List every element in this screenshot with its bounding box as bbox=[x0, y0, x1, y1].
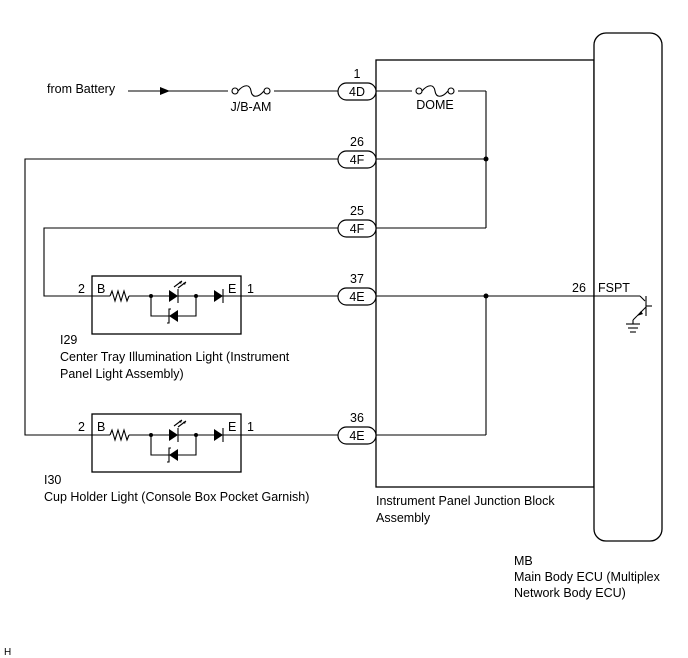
ecu-name-2: Network Body ECU) bbox=[514, 586, 626, 600]
connector-4f-25: 4F bbox=[337, 219, 377, 238]
light-i29-pin-left: 2 bbox=[78, 282, 85, 296]
connector-4f-26: 4F bbox=[337, 150, 377, 169]
connector-4e-37: 4E bbox=[337, 287, 377, 306]
wire-26-to-i30 bbox=[24, 158, 338, 436]
ecu-name-1: Main Body ECU (Multiplex bbox=[514, 570, 661, 584]
light-i29-box bbox=[91, 275, 242, 335]
connector-pin: 36 bbox=[350, 411, 364, 425]
ecu-code: MB bbox=[514, 554, 533, 568]
junction-dot bbox=[483, 293, 489, 299]
connector-pin: 37 bbox=[350, 272, 364, 286]
light-i30-box bbox=[91, 413, 242, 473]
connector-pin: 25 bbox=[350, 204, 364, 218]
svg-text:4E: 4E bbox=[349, 429, 364, 443]
ecu-pin: 26 bbox=[572, 281, 586, 295]
transistor-ground-icon bbox=[626, 295, 652, 333]
light-i29-term-e: E bbox=[228, 282, 236, 296]
fuse-jb-am-label: J/B-AM bbox=[231, 100, 272, 114]
fuse-dome-icon bbox=[412, 85, 458, 97]
svg-text:4E: 4E bbox=[349, 290, 364, 304]
light-i30-code: I30 bbox=[44, 473, 61, 487]
connector-4d: 4D bbox=[337, 82, 377, 101]
svg-text:4D: 4D bbox=[349, 85, 365, 99]
junction-block-box bbox=[375, 59, 595, 488]
junction-block-label-2: Assembly bbox=[376, 511, 431, 525]
led-circuit-icon bbox=[92, 419, 241, 463]
battery-label: from Battery bbox=[47, 82, 116, 96]
light-i30-name-1: Cup Holder Light (Console Box Pocket Gar… bbox=[44, 490, 309, 504]
light-i29-name-1: Center Tray Illumination Light (Instrume… bbox=[60, 350, 290, 364]
svg-text:4F: 4F bbox=[350, 222, 365, 236]
light-i29-term-b: B bbox=[97, 282, 105, 296]
fuse-jb-am-icon bbox=[228, 85, 274, 97]
light-i29-code: I29 bbox=[60, 333, 77, 347]
light-i30-pin-left: 2 bbox=[78, 420, 85, 434]
light-i30-term-b: B bbox=[97, 420, 105, 434]
wire-25-to-i29 bbox=[43, 227, 338, 297]
light-i29-name-2: Panel Light Assembly) bbox=[60, 367, 184, 381]
connector-4e-36: 4E bbox=[337, 426, 377, 445]
battery-arrow-icon bbox=[160, 87, 170, 95]
junction-block-label-1: Instrument Panel Junction Block bbox=[376, 494, 555, 508]
light-i30-term-e: E bbox=[228, 420, 236, 434]
light-i29-pin-right: 1 bbox=[247, 282, 254, 296]
corner-mark: H bbox=[4, 647, 11, 658]
light-i30-pin-right: 1 bbox=[247, 420, 254, 434]
connector-pin: 1 bbox=[354, 67, 361, 81]
fuse-dome-label: DOME bbox=[416, 98, 454, 112]
svg-text:4F: 4F bbox=[350, 153, 365, 167]
connector-pin: 26 bbox=[350, 135, 364, 149]
ecu-box bbox=[593, 32, 663, 542]
junction-dot bbox=[483, 156, 489, 162]
ecu-terminal: FSPT bbox=[598, 281, 630, 295]
led-circuit-icon bbox=[92, 280, 241, 324]
